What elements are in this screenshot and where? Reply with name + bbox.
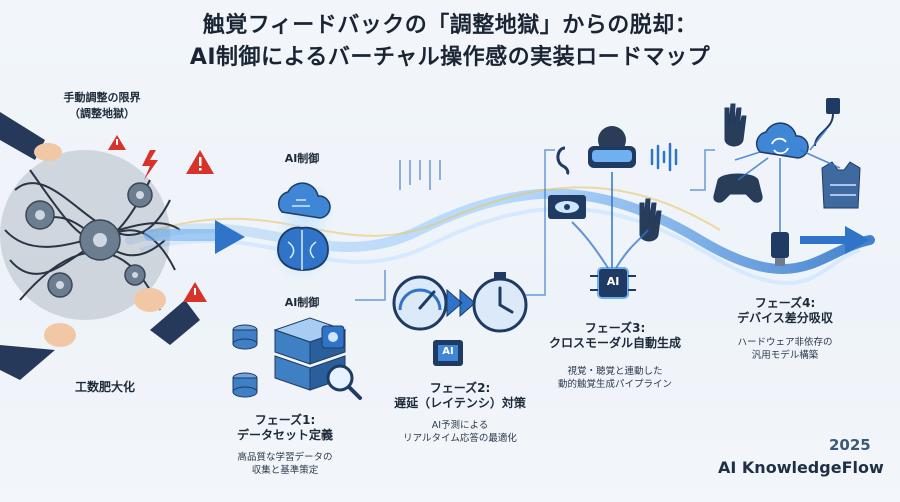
phase-4-block: フェーズ4: デバイス差分吸収 ハードウェア非依存の 汎用モデル構築 bbox=[710, 296, 860, 362]
cloud-sync-icon bbox=[755, 122, 809, 159]
phase-2-desc-2: リアルタイム応答の最適化 bbox=[403, 433, 517, 444]
phase-1-desc-2: 収集と基準策定 bbox=[251, 465, 319, 476]
warning-icon bbox=[108, 135, 126, 150]
phase-1-block: フェーズ1: データセット定義 高品質な学習データの 収集と基準策定 bbox=[205, 413, 365, 477]
lightning-icon bbox=[142, 150, 158, 180]
phase-4-title: フェーズ4: bbox=[754, 296, 816, 310]
ai-chip-icon bbox=[433, 340, 463, 366]
brand-name: AI KnowledgeFlow bbox=[718, 458, 884, 477]
chip-label: AI bbox=[442, 346, 454, 357]
sensor-icon bbox=[321, 325, 345, 349]
phase-2-name: 遅延（レイテンシ）対策 bbox=[394, 396, 526, 410]
glove-icon bbox=[639, 198, 662, 242]
phase-3-block: フェーズ3: クロスモーダル自動生成 視覚・聴覚と連動した 動的触覚生成パイプラ… bbox=[525, 321, 705, 391]
phase-4-desc-2: 汎用モデル構築 bbox=[751, 350, 819, 361]
phase-3-title: フェーズ3: bbox=[584, 321, 646, 335]
usb-plug-icon bbox=[771, 232, 789, 266]
phase-3-desc-2: 動的触覚生成パイプライン bbox=[557, 379, 672, 390]
vr-headset-icon bbox=[588, 126, 636, 168]
brain-icon bbox=[268, 214, 336, 282]
page-title: 触覚フィードバックの「調整地獄」からの脱却： AI制御によるバーチャル操作感の実… bbox=[0, 10, 900, 74]
phase-4-desc-1: ハードウェア非依存の bbox=[737, 337, 833, 348]
speedometer-icon bbox=[392, 275, 448, 331]
phase-2-desc-1: AI予測による bbox=[431, 420, 489, 431]
chip-label: AI bbox=[606, 275, 620, 288]
ai-control-label-top: AI制御 bbox=[284, 152, 320, 165]
ai-control-label-bottom: AI制御 bbox=[284, 296, 320, 309]
phase-1-name: データセット定義 bbox=[236, 428, 333, 442]
phase-3-desc-1: 視覚・聴覚と連動した bbox=[567, 366, 663, 377]
eye-screen-icon bbox=[548, 195, 586, 219]
glove-icon bbox=[724, 103, 747, 147]
title-line-2: AI制御によるバーチャル操作感の実装ロードマップ bbox=[189, 45, 711, 70]
brand-year: 2025 bbox=[829, 436, 871, 454]
title-line-1: 触覚フィードバックの「調整地獄」からの脱却： bbox=[202, 13, 698, 38]
phase-4-name: デバイス差分吸収 bbox=[737, 311, 833, 325]
phase-3-name: クロスモーダル自動生成 bbox=[548, 336, 681, 350]
phase-2-title: フェーズ2: bbox=[429, 381, 491, 395]
phase-1-desc-1: 高品質な学習データの bbox=[237, 452, 333, 463]
warning-icon bbox=[183, 282, 207, 302]
magnifier-icon bbox=[326, 364, 362, 400]
database-icon bbox=[232, 324, 258, 398]
fast-forward-icon bbox=[446, 288, 476, 318]
tangle-illustration bbox=[0, 112, 245, 380]
ear-icon bbox=[556, 146, 570, 176]
problem-label: 手動調整の限界 （調整地獄） bbox=[32, 90, 172, 122]
problem-subtitle: （調整地獄） bbox=[69, 107, 135, 120]
stopwatch-icon bbox=[472, 272, 528, 333]
problem-title: 手動調整の限界 bbox=[63, 91, 141, 104]
haptic-vest-icon bbox=[821, 161, 861, 209]
gamepad-icon bbox=[713, 173, 763, 203]
warning-icon bbox=[186, 150, 214, 174]
phase-2-block: フェーズ2: 遅延（レイテンシ）対策 AI予測による リアルタイム応答の最適化 bbox=[370, 381, 550, 445]
phase-1-title: フェーズ1: bbox=[254, 413, 316, 427]
arrow-right-icon bbox=[800, 226, 870, 254]
sound-wave-icon bbox=[650, 142, 678, 172]
problem-bottom-label: 工数肥大化 bbox=[74, 380, 135, 394]
